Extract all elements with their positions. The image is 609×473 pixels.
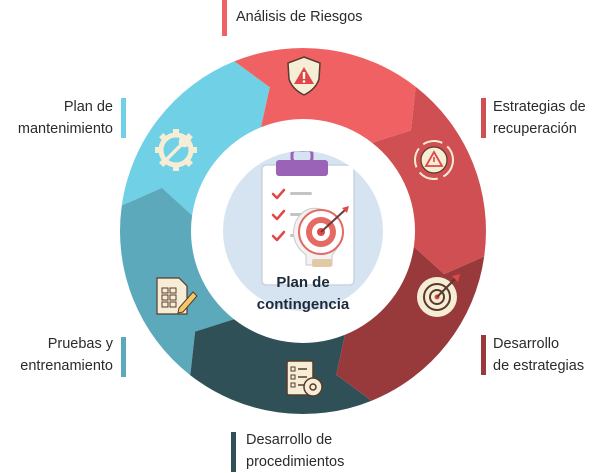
label-bar-estrategias-recuperacion <box>481 98 486 138</box>
label-bar-analisis <box>222 0 227 36</box>
stage-label-analisis: Análisis de Riesgos <box>236 6 363 28</box>
target-arrow-feather <box>342 206 349 213</box>
center-title: Plan de contingencia <box>243 272 363 316</box>
stage-label-desarrollo-procedimientos: Desarrollo de procedimientos <box>246 429 344 473</box>
stage-label-mantenimiento-line-2: mantenimiento <box>17 121 113 137</box>
center-title-line-1: Plan de <box>276 274 330 291</box>
gear-warning-icon <box>414 140 454 180</box>
ring-segment-analisis <box>234 47 416 143</box>
stage-icons <box>155 56 460 397</box>
spreadsheet-pencil-icon <box>156 277 198 315</box>
label-bar-desarrollo-procedimientos <box>231 432 236 472</box>
stage-label-estrategias-line-1: Estrategias de <box>493 99 586 115</box>
stage-label-estrategias-line-2: recuperación <box>493 121 577 137</box>
check-mark-1 <box>271 188 286 200</box>
check-line-1 <box>290 192 312 195</box>
stage-label-desarrollo-estrategias-line-1: Desarrollo <box>493 336 560 352</box>
stage-label-estrategias-recuperacion: Estrategias de recuperación <box>493 96 586 140</box>
stage-label-mantenimiento: Plan de mantenimiento <box>18 96 113 140</box>
check-mark-3 <box>271 230 286 242</box>
label-bar-desarrollo-estrategias <box>481 335 486 375</box>
stage-label-mantenimiento-line-1: Plan de <box>63 99 113 115</box>
checklist-gear-icon <box>286 360 323 397</box>
gear-wrench-icon <box>155 129 197 171</box>
stage-label-pruebas: Pruebas y entrenamiento <box>20 333 113 377</box>
center-graphic <box>221 149 385 313</box>
check-mark-2 <box>271 209 286 221</box>
target-arrow-icon <box>417 274 460 317</box>
warning-shield-icon <box>287 56 321 96</box>
lightbulb-base <box>312 259 332 267</box>
stage-label-procedimientos-line-2: procedimientos <box>246 454 345 470</box>
clipboard-hook <box>290 151 314 164</box>
label-bar-pruebas <box>121 337 126 377</box>
stage-label-analisis-line-1: Análisis de Riesgos <box>236 9 363 25</box>
stage-label-desarrollo-estrategias-line-2: de estrategias <box>493 358 585 374</box>
center-title-line-2: contingencia <box>256 296 350 313</box>
stage-label-desarrollo-estrategias: Desarrollo de estrategias <box>493 333 584 377</box>
ring-segment-estrategias-recuperacion <box>372 86 486 275</box>
stage-label-pruebas-line-2: entrenamiento <box>20 358 113 374</box>
clipboard-group <box>261 151 355 286</box>
target-arrow-shaft <box>320 209 346 233</box>
clipboard-clip <box>276 160 328 176</box>
ring-segment-mantenimiento <box>121 61 270 216</box>
label-bar-mantenimiento <box>121 98 126 138</box>
stage-label-procedimientos-line-1: Desarrollo de <box>246 432 333 448</box>
stage-label-pruebas-line-1: Pruebas y <box>47 336 113 352</box>
ring-segment-desarrollo-procedimientos <box>190 319 372 415</box>
